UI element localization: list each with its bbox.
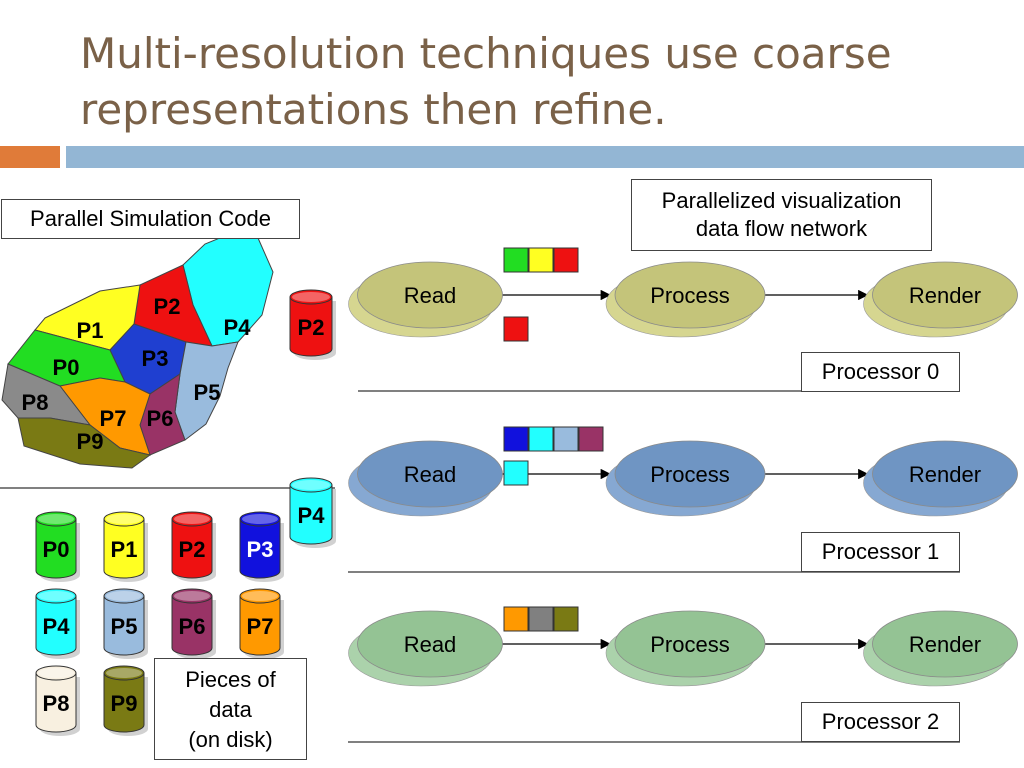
- dataflow-network-label: Parallelized visualization data flow net…: [631, 179, 932, 251]
- queued-piece-0-2: [553, 247, 579, 273]
- current-piece-1: [503, 460, 529, 486]
- queued-piece-1-0: [503, 426, 529, 452]
- title-line-1: Multi-resolution techniques use coarse: [80, 29, 892, 78]
- domain-label-p1: P1: [77, 318, 104, 343]
- queued-piece-1-2: [553, 426, 579, 452]
- stage-process-0: Process: [605, 261, 766, 338]
- domain-label-p6: P6: [147, 406, 174, 431]
- disk-p4-label: P4: [43, 614, 71, 639]
- queued-piece-0-1: [528, 247, 554, 273]
- disk-p5-label: P5: [111, 614, 138, 639]
- disk-p7-label: P7: [247, 614, 274, 639]
- processor-1-name: Processor 1: [821, 539, 940, 564]
- pipeline-processor-1: Read Process Render: [348, 426, 1018, 517]
- stage-label-render-0: Render: [909, 283, 981, 308]
- transit-p2: P2: [289, 289, 336, 360]
- processor-2-name: Processor 2: [821, 709, 940, 734]
- stage-label-process-0: Process: [650, 283, 729, 308]
- pieces-line-2: data: [209, 697, 252, 722]
- slide-title: Multi-resolution techniques use coarse r…: [80, 26, 980, 138]
- transit-p2-label: P2: [298, 315, 325, 340]
- transit-p4: P4: [289, 477, 336, 548]
- stage-read-2: Read: [348, 610, 503, 687]
- disk-p7: P7: [239, 588, 284, 659]
- disk-p9-label: P9: [111, 691, 138, 716]
- stage-label-read-2: Read: [404, 632, 457, 657]
- pieces-line-1: Pieces of: [185, 667, 276, 692]
- pipeline-processor-0: Read Process Render: [348, 247, 1018, 342]
- pipeline-processor-2: Read Process Render: [348, 606, 1018, 687]
- domain-label-p8: P8: [22, 390, 49, 415]
- stage-label-process-2: Process: [650, 632, 729, 657]
- disk-p0: P0: [35, 511, 80, 582]
- simulation-code-label: Parallel Simulation Code: [1, 199, 300, 239]
- domain-label-p3: P3: [142, 346, 169, 371]
- dataflow-line-1: Parallelized visualization: [661, 188, 902, 213]
- stage-read-1: Read: [348, 440, 503, 517]
- stage-label-read-1: Read: [404, 462, 457, 487]
- disk-p3-label: P3: [247, 537, 274, 562]
- queued-piece-1-1: [528, 426, 554, 452]
- transit-p4-label: P4: [298, 503, 326, 528]
- disk-p3: P3: [239, 511, 284, 582]
- pieces-of-data-label: Pieces of data (on disk): [154, 658, 307, 760]
- accent-bar-blue: [66, 146, 1024, 168]
- queued-piece-2-1: [528, 606, 554, 632]
- processor-0-label: Processor 0: [801, 352, 960, 392]
- stage-label-read-0: Read: [404, 283, 457, 308]
- title-line-2: representations then refine.: [80, 85, 667, 134]
- processor-2-label: Processor 2: [801, 702, 960, 742]
- disk-p6: P6: [171, 588, 216, 659]
- queued-piece-0-0: [503, 247, 529, 273]
- stage-process-1: Process: [605, 440, 766, 517]
- stage-render-2: Render: [863, 610, 1018, 687]
- disk-p2-label: P2: [179, 537, 206, 562]
- disk-p4: P4: [35, 588, 80, 659]
- disk-p9: P9: [103, 665, 148, 736]
- disk-p5: P5: [103, 588, 148, 659]
- stage-label-render-2: Render: [909, 632, 981, 657]
- stage-read-0: Read: [348, 261, 503, 338]
- disk-p6-label: P6: [179, 614, 206, 639]
- domain-label-p7: P7: [100, 406, 127, 431]
- stage-label-render-1: Render: [909, 462, 981, 487]
- queued-piece-1-3: [578, 426, 604, 452]
- current-piece-0: [503, 316, 529, 342]
- stage-label-process-1: Process: [650, 462, 729, 487]
- domain-label-p0: P0: [53, 355, 80, 380]
- domain-label-p9: P9: [77, 429, 104, 454]
- processor-0-name: Processor 0: [821, 359, 940, 384]
- accent-bar-orange: [0, 146, 60, 168]
- disk-p1-label: P1: [111, 537, 138, 562]
- region-p9: [17, 417, 152, 469]
- disk-p1: P1: [103, 511, 148, 582]
- stage-process-2: Process: [605, 610, 766, 687]
- dataflow-line-2: data flow network: [695, 216, 868, 241]
- stage-render-1: Render: [863, 440, 1018, 517]
- stage-render-0: Render: [863, 261, 1018, 338]
- queued-piece-2-2: [553, 606, 579, 632]
- disk-p0-label: P0: [43, 537, 70, 562]
- processor-1-label: Processor 1: [801, 532, 960, 572]
- queued-piece-2-0: [503, 606, 529, 632]
- domain-label-p4: P4: [224, 315, 252, 340]
- domain-label-p2: P2: [154, 294, 181, 319]
- disk-p2: P2: [171, 511, 216, 582]
- simulation-code-text: Parallel Simulation Code: [30, 206, 271, 231]
- disk-p8-label: P8: [43, 691, 70, 716]
- domain-label-p5: P5: [194, 380, 221, 405]
- pieces-line-3: (on disk): [188, 727, 273, 752]
- disk-p8: P8: [35, 665, 80, 736]
